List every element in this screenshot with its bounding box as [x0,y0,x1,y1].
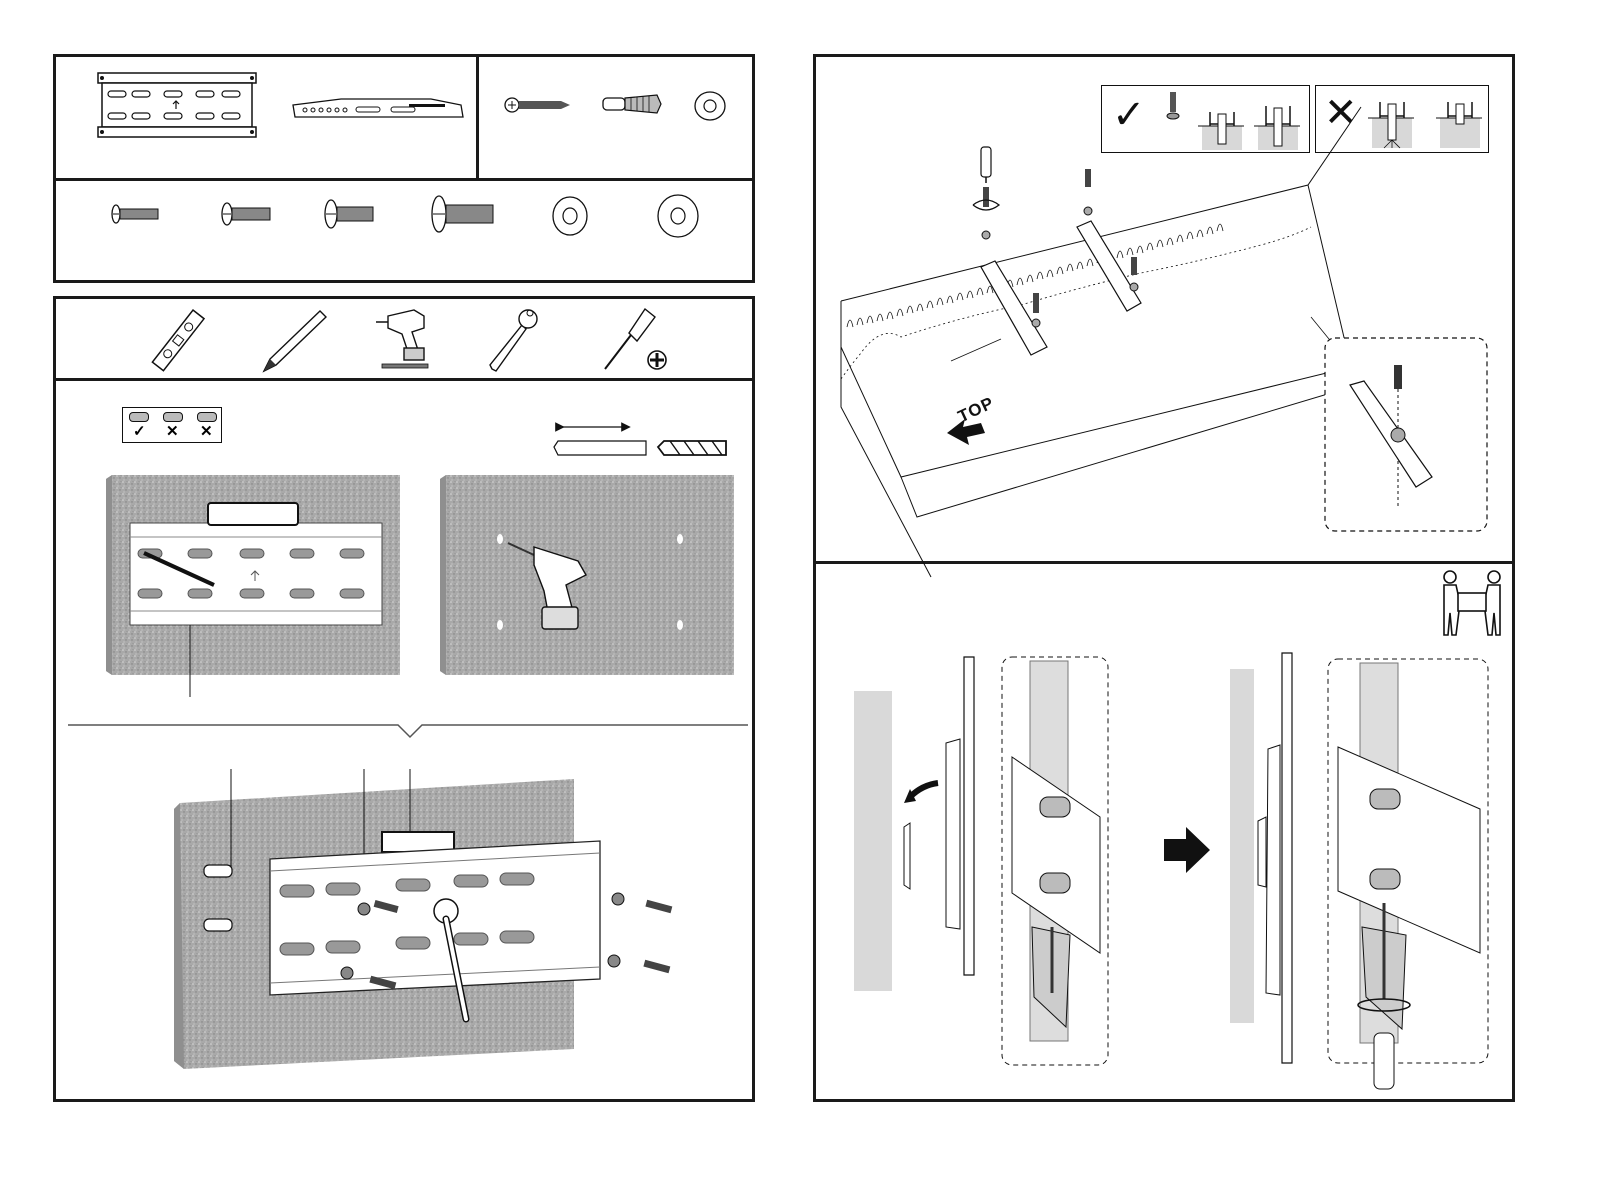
wrong-screw-depth-box: ✕ [1315,85,1489,153]
washer-small-icon [552,196,588,236]
hang-tv-before-illustration [854,656,1109,1066]
machine-screw-xlarge-icon [431,195,494,233]
socket-wrench-icon [489,309,538,372]
power-drill-icon [376,309,429,369]
right-step-divider [816,561,1512,564]
correct-mark: ✓ [1112,93,1146,137]
wall-marking-illustration [106,475,400,697]
machine-screw-large-icon [324,199,374,229]
drill-depth-icon [553,422,727,456]
tv-bracket-arm-icon [292,98,464,118]
parts-row-divider [56,178,752,181]
washer-icon [694,91,726,121]
pencil-icon [262,310,328,373]
wrong-mark: ✕ [1324,91,1358,135]
wood-screw-icon [504,97,570,113]
wall-plate-icon [97,72,257,138]
parts-col-divider [476,57,479,178]
wrong-screw-depth-icon [1368,102,1482,149]
phillips-screwdriver-icon [604,307,667,370]
level-bad-mark: ✕ [200,423,213,440]
parts-panel [53,54,755,283]
level-bad-mark: ✕ [166,423,179,440]
machine-screw-medium-icon [221,202,271,226]
wall-anchor-icon [602,94,662,114]
hang-tv-after-illustration [1230,652,1489,1090]
wall-plate-mounted-illustration [174,769,673,1069]
tools-divider [56,378,752,381]
spirit-level-icon [151,309,206,372]
wall-drilling-illustration [440,475,734,675]
two-person-lift-icon [1443,570,1501,636]
level-check-box: ✓ ✕ ✕ [122,407,222,443]
correct-screw-depth-box: ✓ [1101,85,1310,153]
washer-large-icon [657,194,699,238]
tv-back-bracket-illustration [840,106,1379,578]
bracket-detail-callout [1324,337,1488,532]
correct-screw-depth-icon [1166,92,1300,150]
level-ok-mark: ✓ [133,423,146,440]
tv-bracket-and-hang-panel: ✓ ✕ [813,54,1515,1102]
right-arrow-icon [1164,827,1210,873]
tools-and-wall-step-panel: ✓ ✕ ✕ [53,296,755,1102]
step-separator [68,724,748,739]
machine-screw-small-icon [111,204,159,224]
